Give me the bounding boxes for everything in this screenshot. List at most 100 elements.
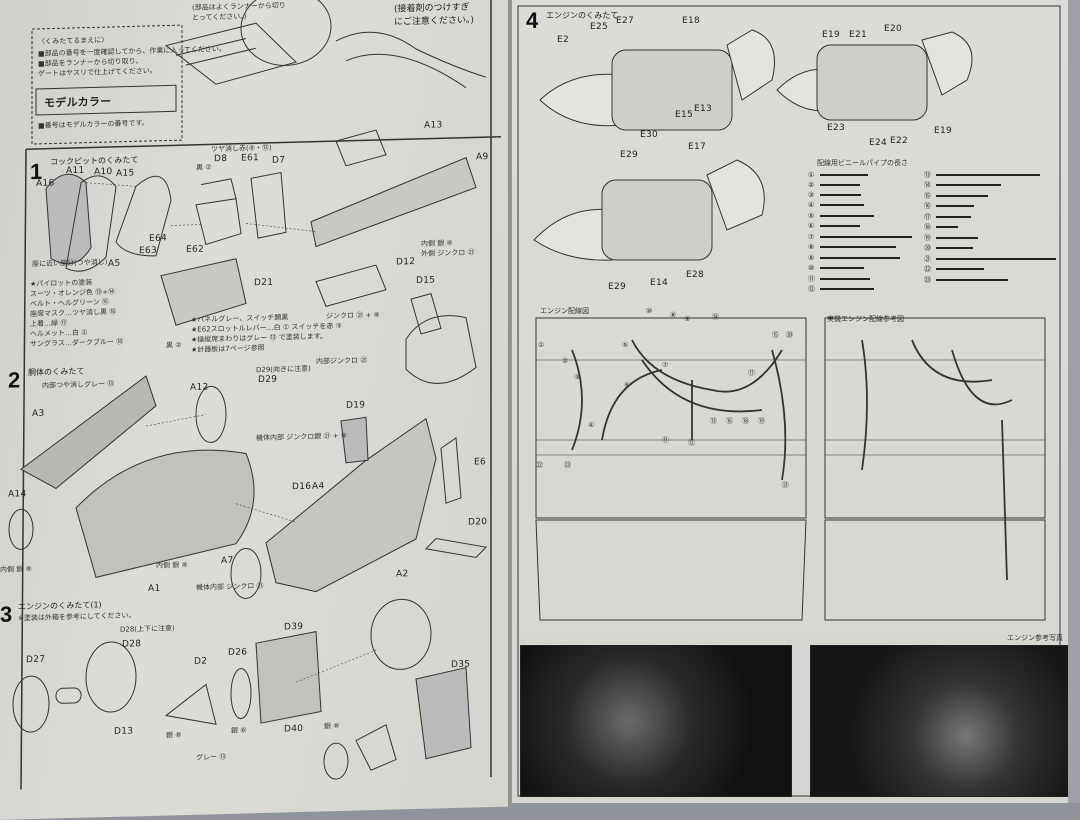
paint-callout: ジンクロ ㉑ + ⑧ <box>326 310 380 321</box>
paint-callout: 外側 ジンクロ ㉑ <box>421 248 475 258</box>
part-label: E19 <box>934 126 953 136</box>
part-label: D2 <box>194 656 208 667</box>
pipe-number: ⑯ <box>924 202 931 210</box>
pipe-item: ㉑ <box>924 254 1056 264</box>
real-wiring-frame <box>824 317 1046 519</box>
pipe-item: ⑥ <box>808 221 860 231</box>
sprue-drawing <box>164 22 297 85</box>
pipe-length-line <box>936 247 973 249</box>
pipe-number: ⑭ <box>924 181 931 189</box>
part-label: E14 <box>650 278 669 288</box>
left-page-drawings <box>8 0 501 790</box>
part-label: E6 <box>474 457 487 468</box>
step2-note: 内側 銀 ⑧ <box>156 560 188 570</box>
pipe-number: ④ <box>808 201 815 209</box>
pipe-item: ⑭ <box>924 180 1001 190</box>
wiring-callout: ⑥ <box>624 381 631 389</box>
wiring-callout: ㉓ <box>564 461 571 469</box>
part-label: E13 <box>694 104 713 114</box>
pipe-item: ⑰ <box>924 212 971 222</box>
pipe-item: ⑮ <box>924 191 988 201</box>
background-edge <box>1066 0 1080 803</box>
top-note: (接着剤のつけすぎ <box>394 2 470 15</box>
wiring-callout: ② <box>562 357 569 365</box>
pipe-list-title: 配線用ビニールパイプの長さ <box>817 159 908 167</box>
pipe-item: ④ <box>808 200 864 210</box>
pipe-length-line <box>820 184 860 186</box>
part-label: D13 <box>114 726 134 737</box>
part-label: A5 <box>108 258 121 270</box>
part-label: A10 <box>94 166 113 178</box>
part-label: A2 <box>396 569 409 580</box>
part-label: E2 <box>557 35 570 45</box>
pipe-number: ⑬ <box>924 171 931 179</box>
paint-callout: 黒 ② <box>166 341 182 350</box>
part-label: D29 <box>258 374 278 386</box>
step3-note: 銀 ⑧ <box>324 722 340 731</box>
part-label: D16 <box>292 481 312 493</box>
wiring-callout: ㉑ <box>782 481 789 489</box>
wiring-callout: ⑳ <box>786 331 793 339</box>
wiring-callout: ⑭ <box>712 313 719 321</box>
pipe-number: ② <box>808 181 815 189</box>
pipe-length-line <box>936 184 1001 186</box>
step3-note: 銀 ⑧ <box>166 731 182 740</box>
pipe-number: ⑨ <box>808 254 815 262</box>
part-label: D39 <box>284 621 304 633</box>
part-label: E61 <box>241 153 260 164</box>
part-label: E28 <box>686 270 705 280</box>
wiring-callout: ⑲ <box>758 417 765 425</box>
part-label: D20 <box>468 517 488 528</box>
part-label: D7 <box>272 155 286 166</box>
step1-note: ★計器板は7ページ参照 <box>191 343 265 354</box>
pipe-length-line <box>936 258 1056 260</box>
wiring-callout: ⑬ <box>710 417 717 425</box>
pipe-item: ③ <box>808 190 861 200</box>
pipe-length-line <box>820 215 874 217</box>
wiring-callout: ⑮ <box>772 331 779 339</box>
part-label: E18 <box>682 16 701 26</box>
pipe-length-line <box>820 278 870 280</box>
part-label: A7 <box>221 555 234 567</box>
paint-callout: 黒 ② <box>196 163 212 172</box>
part-label: E29 <box>620 150 639 160</box>
pipe-length-line <box>820 246 896 248</box>
wiring-callout: ⑩ <box>646 307 653 315</box>
part-label: D8 <box>214 153 228 165</box>
part-label: D28 <box>122 639 142 650</box>
real-wiring-title: 実機エンジン配線参考図 <box>827 315 904 323</box>
part-label: D15 <box>416 275 436 287</box>
part-label: D12 <box>396 257 416 268</box>
wiring-callout: ⑤ <box>622 341 629 349</box>
step2-note: 内部つや消しグレー ⑬ <box>42 379 115 390</box>
pipe-number: ⑱ <box>924 223 931 231</box>
part-label: E24 <box>869 138 888 148</box>
part-label: A4 <box>312 481 325 492</box>
pipe-length-line <box>820 204 864 206</box>
pipe-item: ⑫ <box>808 284 874 294</box>
pipe-length-line <box>820 267 864 269</box>
wiring-callout: ⑪ <box>662 436 669 444</box>
pipe-length-line <box>936 195 988 197</box>
part-label: D40 <box>284 723 304 735</box>
pipe-item: ⑤ <box>808 211 874 221</box>
wiring-callout: ⑦ <box>662 361 669 369</box>
pipe-number: ⑤ <box>808 212 815 220</box>
pipe-item: ⑦ <box>808 232 912 242</box>
pipe-number: ⑧ <box>808 243 815 251</box>
hand-drawing <box>335 31 487 89</box>
notes-box-frame <box>31 24 183 145</box>
part-label: E21 <box>849 30 868 40</box>
pipe-item: ⑨ <box>808 253 900 263</box>
pipe-item: ㉓ <box>924 275 1008 285</box>
step-title: エンジンのくみたて(1) <box>18 600 102 612</box>
pipe-item: ⑪ <box>808 274 870 284</box>
step2-note: 内側 銀 ⑧ <box>0 565 32 574</box>
part-label: A1 <box>148 583 161 595</box>
part-label: E15 <box>675 110 694 120</box>
wiring-callout: ⑰ <box>748 369 755 377</box>
part-label: A13 <box>424 120 443 131</box>
pipe-item: ⑧ <box>808 242 896 252</box>
step-number: 2 <box>8 367 21 393</box>
section-divider <box>26 136 501 150</box>
